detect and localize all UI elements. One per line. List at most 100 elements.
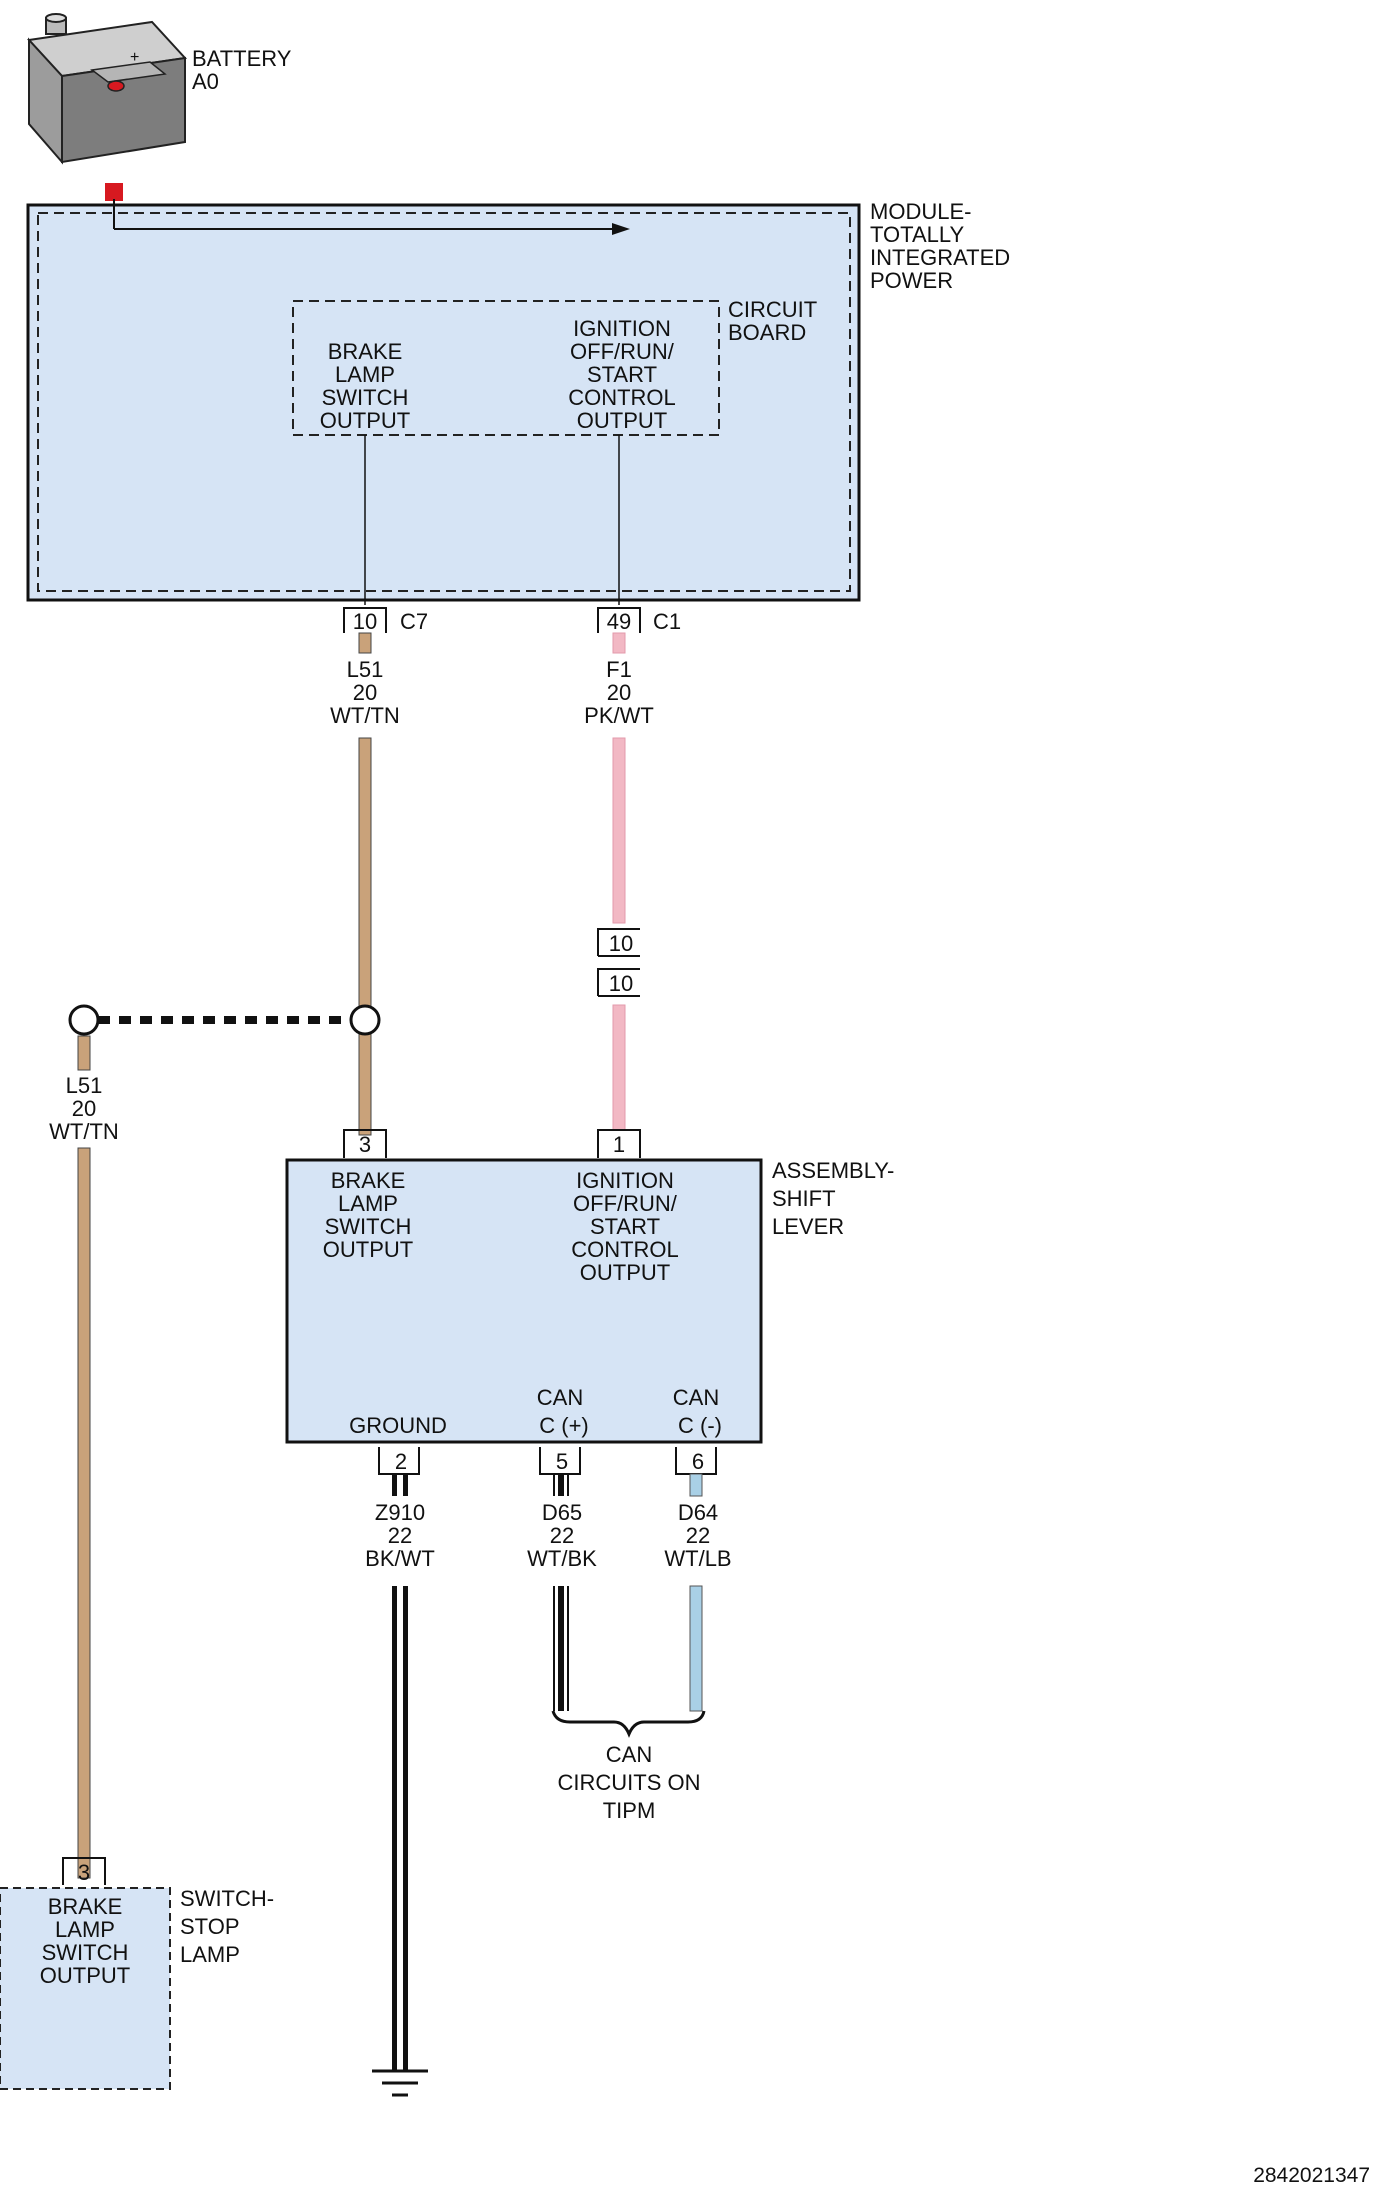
wire-label-d65: D65 22 WT/BK xyxy=(527,1500,597,1571)
svg-text:SWITCH-: SWITCH- xyxy=(180,1886,274,1911)
svg-text:D65: D65 xyxy=(542,1500,582,1525)
module-label: MODULE- TOTALLY INTEGRATED POWER xyxy=(870,199,1010,293)
svg-text:SWITCH: SWITCH xyxy=(325,1214,412,1239)
switch-output-label: BRAKE LAMP SWITCH OUTPUT xyxy=(40,1894,130,1988)
connector-switch-pin3: 3 xyxy=(62,1857,106,1885)
splice xyxy=(68,1004,381,1036)
svg-text:WT/BK: WT/BK xyxy=(527,1546,597,1571)
svg-text:SWITCH: SWITCH xyxy=(322,385,409,410)
svg-text:START: START xyxy=(587,362,657,387)
can-brace xyxy=(551,1710,706,1738)
svg-text:2: 2 xyxy=(395,1449,407,1474)
module-brake-output-label: BRAKE LAMP SWITCH OUTPUT xyxy=(320,339,410,433)
svg-text:BRAKE: BRAKE xyxy=(48,1894,123,1919)
svg-text:C1: C1 xyxy=(653,609,681,634)
tipm-inner-border xyxy=(37,212,851,592)
svg-text:22: 22 xyxy=(388,1523,412,1548)
svg-text:PK/WT: PK/WT xyxy=(584,703,654,728)
connector-shift-pin6: 6 xyxy=(675,1447,717,1475)
circuit-board xyxy=(292,300,720,436)
svg-text:TOTALLY: TOTALLY xyxy=(870,222,964,247)
svg-text:OFF/RUN/: OFF/RUN/ xyxy=(573,1191,678,1216)
figure-id: 2842021347 xyxy=(1253,2164,1370,2187)
svg-text:OUTPUT: OUTPUT xyxy=(320,408,410,433)
svg-text:OUTPUT: OUTPUT xyxy=(40,1963,130,1988)
connector-shift-pin2: 2 xyxy=(378,1447,420,1475)
battery-id: A0 xyxy=(192,69,219,94)
wire-l51-left xyxy=(77,1035,91,1879)
connector-c7: 10 C7 xyxy=(343,607,428,634)
wire-l51-top xyxy=(358,632,372,1136)
wire-label-l51-left: L51 20 WT/TN xyxy=(49,1073,119,1144)
wire-d64 xyxy=(689,1473,703,1712)
switch-label: SWITCH- STOP LAMP xyxy=(180,1886,274,1967)
svg-text:CONTROL: CONTROL xyxy=(568,385,676,410)
svg-text:D64: D64 xyxy=(678,1500,718,1525)
svg-text:CONTROL: CONTROL xyxy=(571,1237,679,1262)
wire-d65 xyxy=(553,1474,569,1711)
svg-text:LEVER: LEVER xyxy=(772,1214,844,1239)
connector-shift-pin3: 3 xyxy=(343,1129,387,1158)
shift-ignition-output-label: IGNITION OFF/RUN/ START CONTROL OUTPUT xyxy=(571,1168,679,1285)
battery-icon: + xyxy=(26,13,188,201)
svg-text:LAMP: LAMP xyxy=(180,1942,240,1967)
module-ignition-output-label: IGNITION OFF/RUN/ START CONTROL OUTPUT xyxy=(568,316,676,433)
svg-text:+: + xyxy=(130,49,139,66)
svg-text:TIPM: TIPM xyxy=(603,1798,656,1823)
svg-text:BRAKE: BRAKE xyxy=(331,1168,406,1193)
svg-text:1: 1 xyxy=(613,1132,625,1157)
svg-text:START: START xyxy=(590,1214,660,1239)
svg-text:LAMP: LAMP xyxy=(55,1917,115,1942)
can-circuits-note: CAN CIRCUITS ON TIPM xyxy=(558,1742,701,1823)
svg-text:WT/TN: WT/TN xyxy=(49,1119,119,1144)
svg-text:STOP: STOP xyxy=(180,1914,240,1939)
svg-text:CAN: CAN xyxy=(673,1385,719,1410)
svg-text:20: 20 xyxy=(607,680,631,705)
connector-shift-pin1: 1 xyxy=(597,1129,641,1158)
svg-text:CAN: CAN xyxy=(606,1742,652,1767)
svg-text:CAN: CAN xyxy=(537,1385,583,1410)
svg-text:C7: C7 xyxy=(400,609,428,634)
arrow-icon xyxy=(612,223,630,235)
svg-text:POWER: POWER xyxy=(870,268,953,293)
svg-text:20: 20 xyxy=(72,1096,96,1121)
battery-terminal-icon xyxy=(105,183,123,201)
shift-lever-label: ASSEMBLY- SHIFT LEVER xyxy=(772,1158,894,1239)
svg-text:10: 10 xyxy=(353,609,377,634)
svg-text:CIRCUIT: CIRCUIT xyxy=(728,297,817,322)
svg-text:22: 22 xyxy=(686,1523,710,1548)
shift-can-minus-label: CAN C (-) xyxy=(673,1385,722,1438)
svg-text:ASSEMBLY-: ASSEMBLY- xyxy=(772,1158,894,1183)
svg-text:WT/TN: WT/TN xyxy=(330,703,400,728)
svg-text:L51: L51 xyxy=(347,657,384,682)
svg-text:CIRCUITS ON: CIRCUITS ON xyxy=(558,1770,701,1795)
svg-text:22: 22 xyxy=(550,1523,574,1548)
svg-text:10: 10 xyxy=(609,971,633,996)
svg-text:BOARD: BOARD xyxy=(728,320,806,345)
svg-text:20: 20 xyxy=(353,680,377,705)
svg-text:WT/LB: WT/LB xyxy=(664,1546,731,1571)
svg-text:OUTPUT: OUTPUT xyxy=(323,1237,413,1262)
svg-text:BK/WT: BK/WT xyxy=(365,1546,435,1571)
svg-text:LAMP: LAMP xyxy=(335,362,395,387)
svg-text:INTEGRATED: INTEGRATED xyxy=(870,245,1010,270)
svg-text:LAMP: LAMP xyxy=(338,1191,398,1216)
svg-text:C (-): C (-) xyxy=(678,1413,722,1438)
svg-text:Z910: Z910 xyxy=(375,1500,425,1525)
svg-text:3: 3 xyxy=(359,1132,371,1157)
wire-f1 xyxy=(612,632,626,1131)
svg-text:3: 3 xyxy=(78,1860,90,1885)
battery-name: BATTERY xyxy=(192,46,292,71)
shift-brake-output-label: BRAKE LAMP SWITCH OUTPUT xyxy=(323,1168,413,1262)
circuit-board-label: CIRCUIT BOARD xyxy=(728,297,817,345)
wire-label-z910: Z910 22 BK/WT xyxy=(365,1500,435,1571)
wire-label-d64: D64 22 WT/LB xyxy=(664,1500,731,1571)
svg-text:10: 10 xyxy=(609,931,633,956)
svg-text:OFF/RUN/: OFF/RUN/ xyxy=(570,339,675,364)
wire-label-f1: F1 20 PK/WT xyxy=(584,657,654,728)
connector-shift-pin5: 5 xyxy=(539,1447,581,1475)
svg-text:MODULE-: MODULE- xyxy=(870,199,971,224)
svg-text:OUTPUT: OUTPUT xyxy=(580,1260,670,1285)
tipm-module xyxy=(26,203,861,602)
